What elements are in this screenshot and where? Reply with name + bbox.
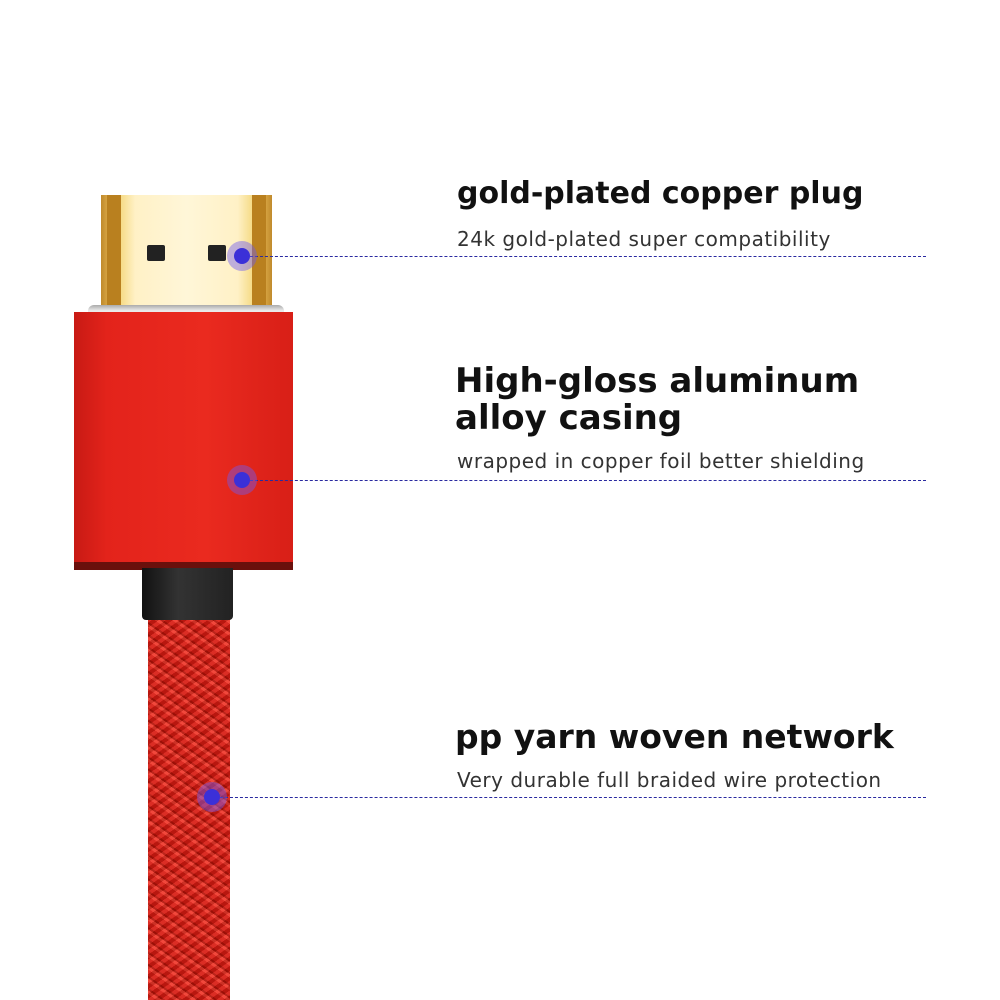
plug-hole [208,245,226,261]
callout-line [220,797,926,798]
feature-subtitle: wrapped in copper foil better shielding [457,449,865,473]
callout-line [250,256,926,257]
feature-title: pp yarn woven network [455,717,894,756]
feature-title: High-gloss aluminum [455,361,860,401]
callout-dot [204,789,220,805]
feature-title: gold-plated copper plug [457,176,864,211]
callout-dot [234,248,250,264]
plug-edge [252,195,266,313]
strain-relief-collar [142,568,233,620]
plug-hole [147,245,165,261]
feature-subtitle: Very durable full braided wire protectio… [457,768,882,792]
plug-edge [107,195,121,313]
feature-title: alloy casing [455,398,683,438]
feature-subtitle: 24k gold-plated super compatibility [457,227,831,251]
callout-line [250,480,926,481]
braided-cable [148,618,230,1000]
casing-edge [74,562,293,570]
aluminum-casing [74,312,293,568]
callout-dot [234,472,250,488]
